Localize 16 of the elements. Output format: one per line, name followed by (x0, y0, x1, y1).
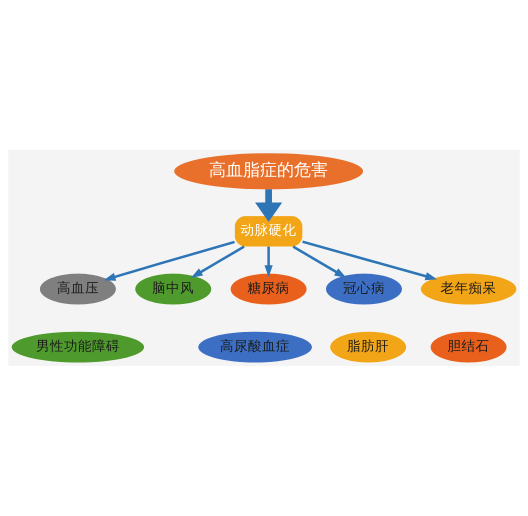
node-ellipse: 男性功能障碍 (12, 332, 144, 363)
node-box: 动脉硬化 (234, 216, 302, 247)
node-ellipse: 老年痴呆 (420, 274, 516, 304)
arrow (302, 240, 438, 280)
arrow (264, 246, 273, 278)
node-ellipse: 胆结石 (430, 332, 507, 363)
node-ellipse: 脑中风 (135, 274, 212, 304)
arrow (104, 240, 235, 281)
node-ellipse: 冠心病 (326, 274, 402, 304)
arrow (255, 189, 282, 222)
arrow (190, 246, 245, 278)
node-ellipse: 高血脂症的危害 (174, 153, 364, 190)
arrow (292, 246, 346, 278)
node-ellipse: 糖尿病 (230, 274, 307, 304)
node-ellipse: 脂肪肝 (330, 332, 406, 363)
node-ellipse: 高尿酸血症 (198, 332, 312, 363)
